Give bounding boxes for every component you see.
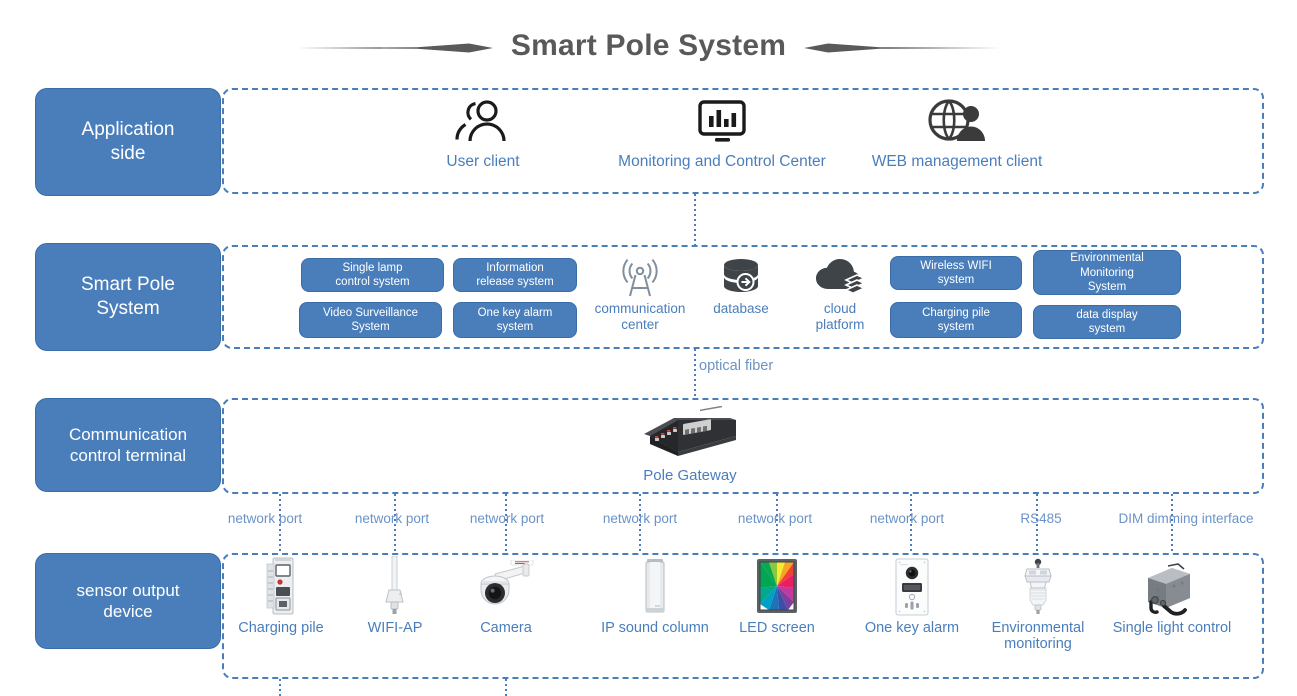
single-light-control-icon xyxy=(1138,560,1206,616)
application-item-web-management-client: WEB management client xyxy=(842,97,1072,171)
pole-gateway-item: Pole Gateway xyxy=(620,405,760,484)
sensor-output-band xyxy=(222,553,1264,679)
ip-sound-column-icon xyxy=(641,559,669,616)
port-label-1: network port xyxy=(354,511,430,526)
smart-pole-system-band xyxy=(222,245,1264,349)
optical-fiber-label: optical fiber xyxy=(699,358,774,374)
globe-user-icon xyxy=(926,97,988,145)
sensor-item-caption: Single light control xyxy=(1112,620,1232,636)
title-right-rule xyxy=(800,41,1001,53)
port-label-0: network port xyxy=(227,511,303,526)
smart-pole-item-caption: database xyxy=(713,301,769,316)
application-item-caption: User client xyxy=(446,153,520,170)
sensor-item-caption: Charging pile xyxy=(238,620,324,636)
ptz-camera-icon xyxy=(475,560,537,616)
environmental-sensor-icon xyxy=(1018,558,1058,616)
sensor-item-caption: LED screen xyxy=(739,620,815,636)
communication-terminal-band xyxy=(222,398,1264,494)
monitor-chart-icon xyxy=(695,97,749,145)
sensor-item-caption: Camera xyxy=(480,620,532,636)
application-side-band xyxy=(222,88,1264,194)
database-icon xyxy=(717,256,765,298)
application-item-user-client: User client xyxy=(368,97,598,171)
port-label-3: network port xyxy=(602,511,678,526)
pole-gateway-device-icon xyxy=(638,405,742,463)
pole-gateway-caption: Pole Gateway xyxy=(643,467,737,484)
one-key-alarm-icon xyxy=(892,558,932,616)
wifi-ap-icon xyxy=(378,556,412,616)
port-label-6: RS485 xyxy=(1020,511,1062,526)
smart-pole-item-database: database xyxy=(681,256,801,317)
sensor-item-caption: One key alarm xyxy=(864,620,960,636)
sensor-item-charging-pile: Charging pile xyxy=(211,557,351,636)
charging-pile-icon xyxy=(259,557,303,616)
sensor-item-caption: WIFI-AP xyxy=(367,620,423,636)
application-item-caption: Monitoring and Control Center xyxy=(618,153,826,170)
application-item-caption: WEB management client xyxy=(871,153,1043,170)
sensor-item-camera: Camera xyxy=(436,560,576,636)
users-icon xyxy=(453,97,513,145)
port-label-5: network port xyxy=(869,511,945,526)
port-label-2: network port xyxy=(469,511,545,526)
port-label-4: network port xyxy=(737,511,813,526)
port-label-7: DIM dimming interface xyxy=(1118,511,1254,526)
sensor-item-wifi-ap: WIFI-AP xyxy=(325,556,465,636)
cloud-platform-icon xyxy=(815,256,865,298)
title-left-rule xyxy=(296,41,497,53)
sensor-item-ip-sound-column: IP sound column xyxy=(585,559,725,636)
sensor-item-caption: IP sound column xyxy=(601,620,709,636)
antenna-tower-icon xyxy=(619,256,661,298)
sensor-item-single-light-control: Single light control xyxy=(1102,560,1242,636)
led-screen-icon xyxy=(755,559,799,616)
application-item-monitoring-control-center: Monitoring and Control Center xyxy=(607,97,837,171)
page-title: Smart Pole System xyxy=(510,29,787,62)
sensor-item-one-key-alarm: One key alarm xyxy=(842,558,982,636)
page-title-area: Smart Pole System xyxy=(0,22,1297,70)
sensor-item-led-screen: LED screen xyxy=(707,559,847,636)
